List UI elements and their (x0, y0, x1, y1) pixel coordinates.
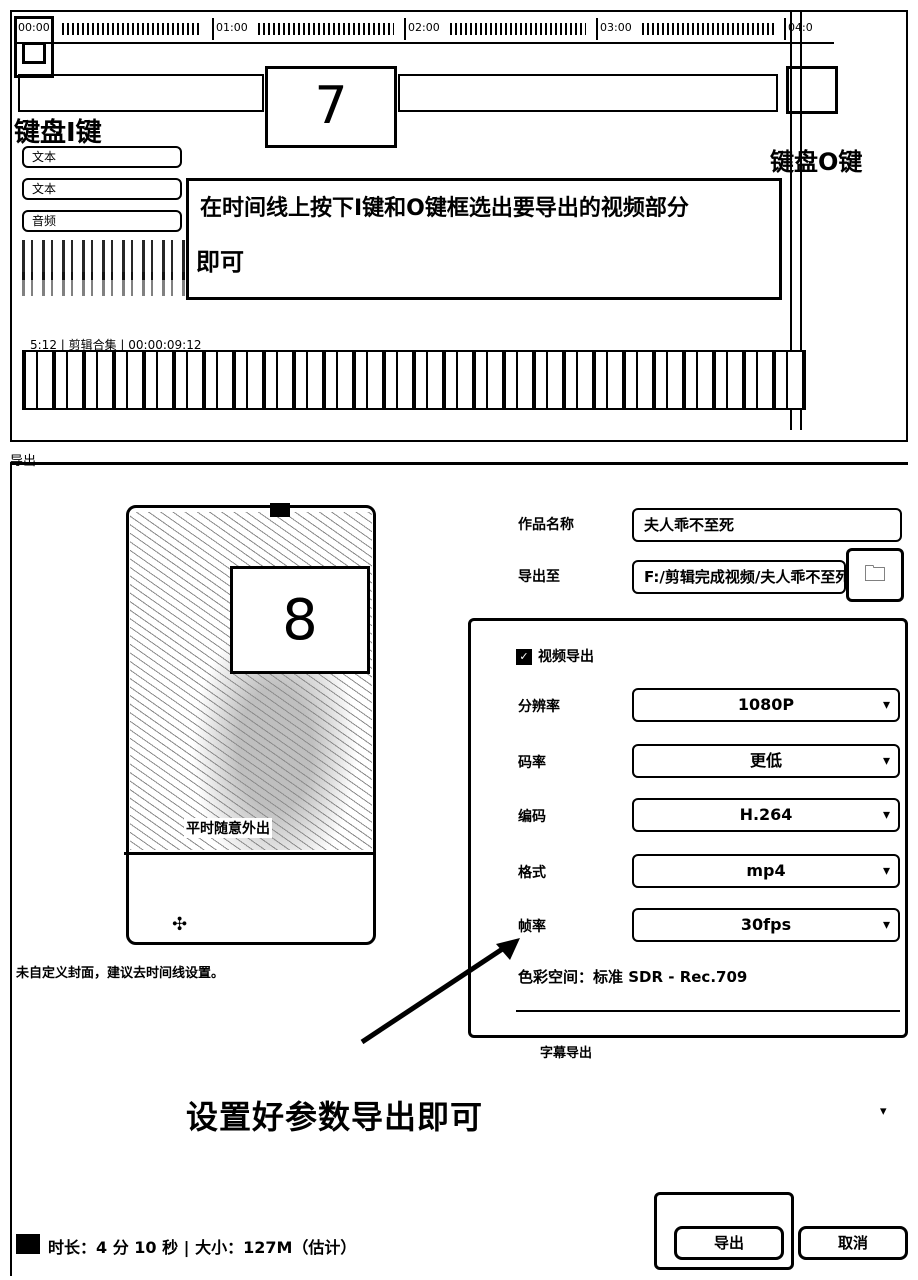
codec-value: H.264 (739, 805, 793, 824)
cover-area[interactable] (124, 852, 374, 944)
selection-bar-left (18, 74, 264, 112)
timeline-ruler[interactable]: 00:00 01:00 02:00 03:00 04:0 (14, 18, 834, 44)
chevron-down-icon: ▾ (882, 753, 890, 769)
path-label: 导出至 (518, 569, 560, 585)
bitrate-label: 码率 (518, 755, 546, 771)
ruler-minor-ticks (450, 23, 586, 35)
out-point-marker[interactable] (790, 10, 802, 430)
section-divider (516, 1010, 900, 1012)
cover-hint: 未自定义封面，建议去时间线设置。 (16, 966, 225, 981)
step-number-badge: 8 (230, 566, 370, 674)
instruction-text: 在时间线上按下I键和O键框选出要导出的视频部分 (200, 196, 689, 221)
path-input[interactable]: F:/剪辑完成视频/夫人乖不至死 (632, 560, 846, 594)
ruler-tick (596, 18, 598, 40)
instruction-callout (186, 178, 782, 300)
codec-label: 编码 (518, 809, 546, 825)
framerate-value: 30fps (740, 915, 792, 934)
arrow-head (496, 938, 520, 960)
ruler-tick-label: 03:00 (600, 21, 632, 34)
folder-icon[interactable]: 🗀 (846, 548, 904, 602)
video-track[interactable] (22, 350, 806, 410)
shortcut-o-label: 键盘O键 (770, 148, 863, 176)
ruler-minor-ticks (62, 23, 202, 35)
ruler-minor-ticks (642, 23, 774, 35)
name-input[interactable]: 夫人乖不至死 (632, 508, 902, 542)
out-point-handle[interactable] (786, 66, 838, 114)
selection-bar-right (398, 74, 778, 112)
format-label: 格式 (518, 865, 546, 881)
framerate-label: 帧率 (518, 919, 546, 935)
name-label: 作品名称 (518, 517, 574, 533)
framerate-select[interactable]: 30fps ▾ (632, 908, 900, 942)
in-point-marker[interactable] (14, 16, 54, 78)
chevron-down-icon: ▾ (882, 807, 890, 823)
bitrate-value: 更低 (749, 751, 782, 770)
video-export-section (468, 618, 908, 1038)
in-point-handle[interactable] (22, 42, 46, 64)
subtitle-export-option[interactable]: 字幕导出 (540, 1046, 593, 1061)
codec-select[interactable]: H.264 ▾ (632, 798, 900, 832)
video-export-checkbox[interactable]: ✓ 视频导出 (516, 646, 594, 666)
dialog-title: 导出 (10, 454, 37, 469)
editor-panel (10, 10, 908, 442)
export-dialog (10, 462, 908, 1276)
text-track[interactable]: 文本 (22, 146, 182, 168)
chevron-down-icon: ▾ (882, 863, 890, 879)
ruler-tick-label: 02:00 (408, 21, 440, 34)
annotation-text: 设置好参数导出即可 (186, 1098, 484, 1136)
ruler-tick (784, 18, 786, 40)
chevron-down-icon[interactable]: ▾ (880, 1104, 887, 1119)
color-space-info: 色彩空间：标准 SDR - Rec.709 (518, 968, 748, 986)
ruler-minor-ticks (258, 23, 394, 35)
ruler-tick-label: 01:00 (216, 21, 248, 34)
audio-track[interactable]: 音频 (22, 210, 182, 232)
preview-top-marker (270, 503, 290, 517)
video-track-label: 5:12 | 剪辑合集 | 00:00:09:12 (30, 338, 202, 352)
checkmark-icon: ✓ (516, 649, 532, 665)
video-export-label: 视频导出 (538, 649, 594, 665)
chevron-down-icon: ▾ (882, 697, 890, 713)
shortcut-i-label: 键盘I键 (14, 118, 102, 148)
bitrate-select[interactable]: 更低 ▾ (632, 744, 900, 778)
step-number-badge: 7 (265, 66, 397, 148)
resolution-select[interactable]: 1080P ▾ (632, 688, 900, 722)
format-value: mp4 (746, 861, 786, 880)
cancel-button[interactable]: 取消 (798, 1226, 908, 1260)
ruler-tick (212, 18, 214, 40)
export-button[interactable]: 导出 (674, 1226, 784, 1260)
preview-frame (126, 505, 376, 945)
resolution-value: 1080P (737, 695, 795, 714)
export-button-highlight (654, 1192, 794, 1270)
crosshair-icon: ✣ (172, 914, 188, 935)
ruler-tick-label: 00:00 (18, 21, 50, 34)
arrow-shaft (360, 941, 512, 1045)
chevron-down-icon: ▾ (882, 917, 890, 933)
resolution-label: 分辨率 (518, 699, 560, 715)
ruler-tick (404, 18, 406, 40)
text-track[interactable]: 文本 (22, 178, 182, 200)
preview-subtitle: 平时随意外出 (184, 818, 272, 838)
annotation-arrow (360, 938, 520, 1045)
export-summary: 时长：4 分 10 秒 | 大小：127M（估计） (48, 1238, 357, 1257)
info-icon (16, 1234, 40, 1254)
format-select[interactable]: mp4 ▾ (632, 854, 900, 888)
instruction-text-end: 即可 (196, 248, 244, 276)
